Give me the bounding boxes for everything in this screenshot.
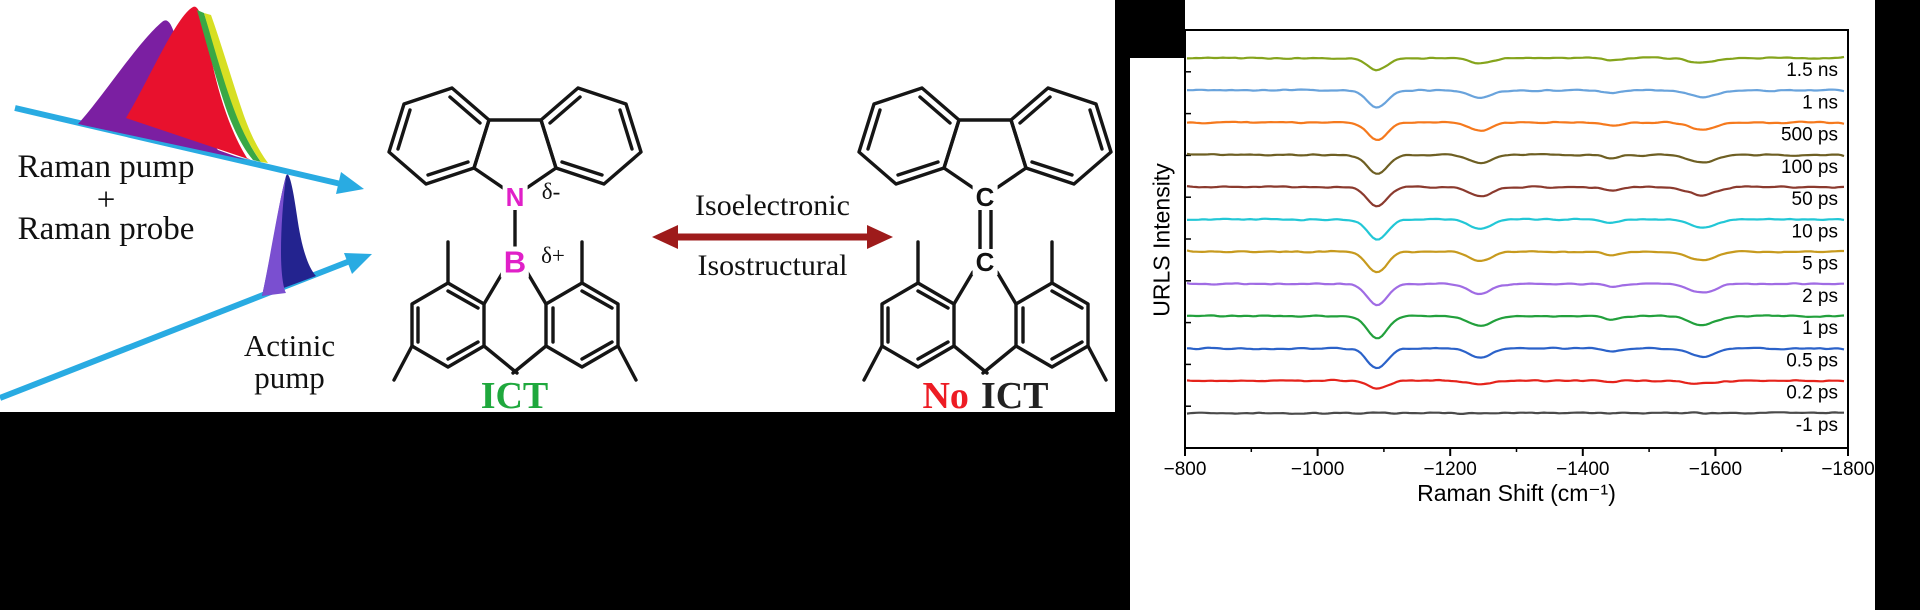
carbon-atom-bottom-label: C	[972, 249, 998, 275]
pulse-red-lobe	[126, 6, 251, 160]
x-tick-label: −800	[1164, 459, 1207, 480]
trace-time-label: 500 ps	[1781, 125, 1838, 146]
x-tick-label: −1800	[1821, 459, 1874, 480]
pulse-violet-edge	[262, 177, 286, 296]
urls-spectra-chart: −800 −1000 −1200 −1400 −1600 −1800 1.5 ns 1 ns 5…	[1164, 29, 1875, 480]
trace-time-label: 50 ps	[1792, 189, 1838, 210]
trace-time-label: 0.5 ps	[1786, 350, 1838, 371]
x-tick-label: −1000	[1291, 459, 1344, 480]
no-ict-caption: No ICT	[873, 374, 1098, 418]
trace-time-label: 0.2 ps	[1786, 383, 1838, 404]
raman-pump-label: Raman pump	[17, 149, 195, 185]
x-tick-label: −1400	[1556, 459, 1609, 480]
plot-frame	[1184, 29, 1849, 449]
actinic-pulse-spectrum	[262, 174, 316, 296]
actinic-beam-arrowhead-icon	[344, 253, 372, 274]
boron-atom-label: B	[500, 246, 530, 278]
schematic-drawing	[0, 6, 1113, 401]
schematic-panel: Raman pump + Raman probe Actinic pump Is…	[0, 0, 1115, 417]
trace-50 ps	[1186, 185, 1845, 208]
right-arrowhead-icon	[867, 225, 893, 249]
delta-plus-label: δ+	[541, 243, 565, 268]
trace-0.2 ps	[1186, 378, 1845, 390]
x-tick-label: −1200	[1424, 459, 1477, 480]
delta-minus-label: δ-	[541, 179, 561, 204]
ict-caption: ICT	[480, 375, 549, 417]
trace-500 ps	[1186, 120, 1845, 141]
trace-10 ps	[1186, 217, 1845, 241]
nitrogen-atom-label: N	[502, 184, 528, 210]
actinic-pump-label-line1: Actinic	[243, 328, 336, 363]
trace-time-label: -1 ps	[1796, 415, 1838, 436]
isoelectronic-label: Isoelectronic	[695, 189, 850, 222]
borane-molecule-structure	[387, 86, 643, 382]
no-label: No	[922, 375, 969, 417]
x-axis-label: Raman Shift (cm⁻¹)	[1417, 480, 1616, 506]
trace-1 ps	[1186, 314, 1845, 340]
fulvene-molecule-structure	[857, 86, 1113, 382]
trace-time-label: 100 ps	[1781, 157, 1838, 178]
trace-5 ps	[1186, 249, 1844, 274]
x-tick-label: −1600	[1689, 459, 1742, 480]
carbon-atom-top-label: C	[972, 184, 998, 210]
y-axis-label: URLS Intensity	[1148, 163, 1175, 317]
pulse-yellow-edge	[204, 13, 268, 163]
trace-time-label: 1 ps	[1802, 318, 1838, 339]
no-ict-ict-label: ICT	[980, 375, 1049, 417]
raman-probe-label: Raman probe	[17, 211, 195, 247]
trace-100 ps	[1186, 152, 1845, 175]
corner-notch	[1130, 0, 1185, 58]
isoelectronic-arrow	[652, 225, 893, 249]
pulse-green-edge	[197, 10, 261, 162]
trace-time-label: 10 ps	[1792, 221, 1838, 242]
plus-sign: +	[96, 182, 116, 218]
trace-time-label: 1.5 ns	[1786, 60, 1838, 81]
left-arrowhead-icon	[652, 225, 678, 249]
trace-0.5 ps	[1186, 346, 1845, 370]
isostructural-label: Isostructural	[697, 249, 848, 282]
actinic-pump-label-line2: pump	[254, 360, 325, 395]
trace-1 ns	[1186, 88, 1845, 109]
spectra-panel: −800 −1000 −1200 −1400 −1600 −1800 1.5 ns 1 ns 5…	[1130, 0, 1875, 610]
raman-beam-line	[14, 105, 342, 187]
trace-time-label: 2 ps	[1802, 286, 1838, 307]
raman-pulse-spectrum	[78, 6, 268, 163]
trace-1.5 ns	[1186, 55, 1845, 72]
trace-time-label: 5 ps	[1802, 254, 1838, 275]
trace--1 ps	[1186, 411, 1844, 415]
raman-beam-arrowhead-icon	[336, 172, 364, 194]
trace-time-label: 1 ns	[1802, 92, 1838, 113]
trace-2 ps	[1186, 282, 1844, 307]
